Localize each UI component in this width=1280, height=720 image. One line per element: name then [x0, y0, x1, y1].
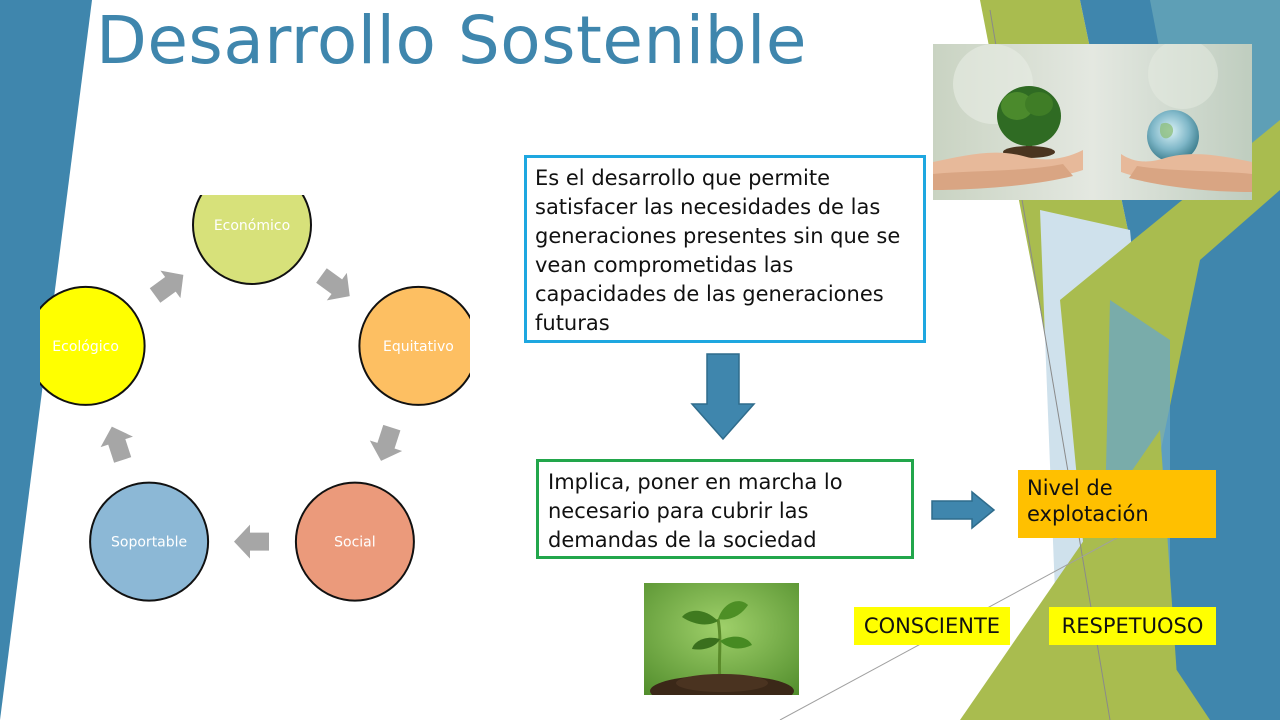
cycle-arrow [316, 268, 350, 301]
implication-box: Implica, poner en marcha lo necesario pa… [536, 459, 914, 559]
hands-photo-art [933, 44, 1252, 200]
cycle-arrow [100, 426, 133, 463]
cycle-node-4 [89, 481, 210, 602]
cycle-node-1 [192, 195, 312, 285]
definition-box: Es el desarrollo que permite satisfacer … [524, 155, 926, 343]
cycle-node-label: Ecológico [52, 339, 119, 355]
down-arrow-icon [690, 353, 756, 441]
cycle-node-label: Social [334, 535, 376, 551]
slide-title: Desarrollo Sostenible [96, 2, 807, 79]
seedling-photo [644, 583, 799, 695]
cycle-arrow [369, 424, 403, 461]
cycle-node-label: Equitativo [383, 339, 454, 355]
cycle-node-3 [294, 481, 415, 602]
cycle-node-label: Económico [214, 218, 290, 234]
cycle-arrow [149, 270, 184, 303]
quality-chip-respectful: RESPETUOSO [1049, 607, 1216, 645]
cycle-node-5 [40, 285, 146, 406]
cycle-node-2 [358, 285, 470, 406]
quality-chip-conscious: CONSCIENTE [854, 607, 1010, 645]
hands-photo [933, 44, 1252, 200]
exploitation-level-label: Nivel de explotación [1018, 470, 1216, 538]
right-arrow-icon [931, 490, 996, 530]
cycle-arrow [234, 524, 269, 559]
seedling-photo-art [644, 583, 799, 695]
cycle-node-label: Soportable [111, 535, 187, 551]
